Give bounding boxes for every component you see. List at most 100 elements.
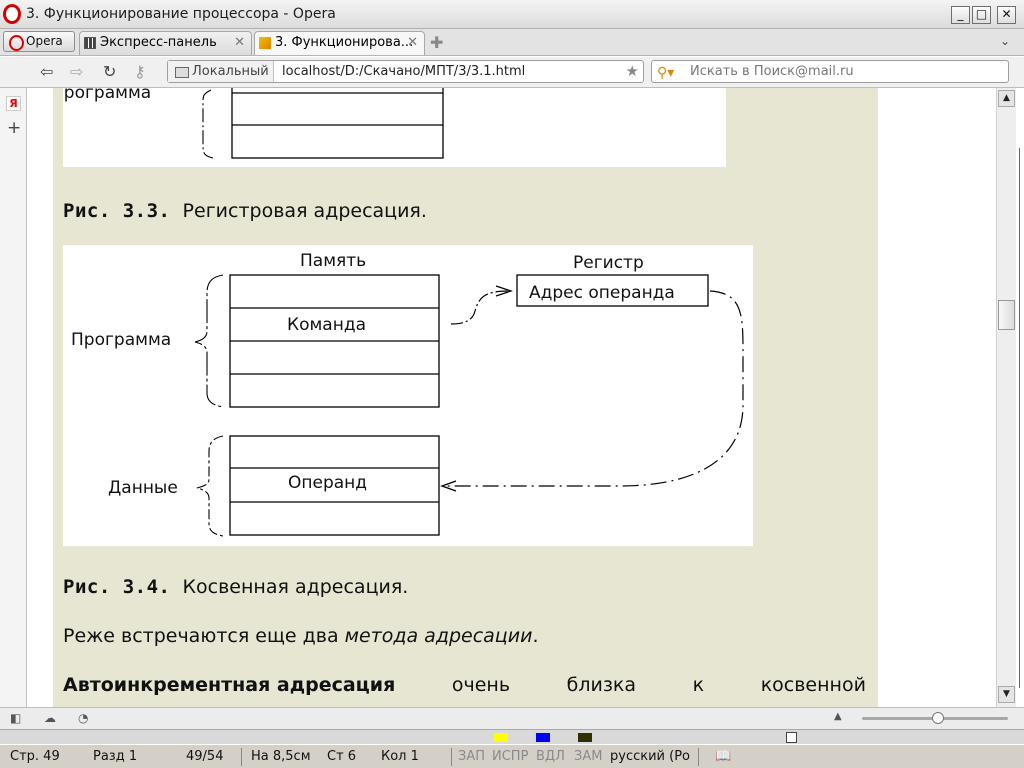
status-pages: 49/54 — [186, 749, 224, 764]
para-italic: метода адресации — [344, 625, 533, 647]
cell-operand: Операнд — [288, 473, 367, 493]
word: косвенной — [760, 674, 866, 696]
arrowhead — [440, 480, 457, 492]
separator — [241, 748, 242, 766]
tab-close-icon[interactable]: ✕ — [234, 35, 245, 50]
tab-speed-dial[interactable]: Экспресс-панель ✕ — [79, 31, 252, 55]
scroll-thumb[interactable] — [998, 300, 1015, 330]
back-arrow-icon[interactable]: ⇦ — [40, 62, 54, 81]
status-section: Разд 1 — [93, 749, 138, 764]
status-ovr[interactable]: ЗАМ — [574, 749, 603, 764]
security-badge[interactable]: Локальный — [168, 61, 274, 82]
scroll-down-arrow-icon[interactable]: ▼ — [998, 686, 1015, 703]
status-ext[interactable]: ВДЛ — [536, 749, 565, 764]
program-brace — [194, 274, 224, 408]
brace — [202, 89, 214, 159]
para-text: Реже встречаются еще два — [63, 625, 339, 647]
scroll-up-arrow-icon[interactable]: ▲ — [998, 90, 1015, 107]
paragraph-autoincrement: Автоинкрементная адресация очень близка … — [63, 674, 866, 696]
arrow-to-register — [450, 290, 510, 325]
add-panel-icon[interactable]: + — [7, 118, 22, 138]
memory-block — [231, 88, 444, 159]
search-field[interactable]: ⚲▾ Искать в Поиск@mail.ru — [651, 60, 1009, 83]
figure-3-4: Память Регистр Программа Данные Команда … — [63, 245, 753, 546]
key-icon[interactable]: ⚷ — [134, 62, 146, 81]
window-title: 3. Функционирование процессора - Opera — [26, 6, 336, 22]
title-bar: 3. Функционирование процессора - Opera _… — [0, 0, 1024, 29]
opera-menu-button[interactable]: Opera — [3, 31, 75, 52]
yandex-icon[interactable]: Я — [6, 96, 21, 111]
label-memory: Память — [300, 251, 366, 271]
window-edge — [1016, 88, 1024, 707]
cloud-icon[interactable]: ☁ — [44, 711, 56, 725]
search-engine-icon[interactable]: ⚲▾ — [657, 65, 675, 81]
opera-menu-label: Opera — [26, 34, 63, 48]
caption-number: Рис. 3.3. — [63, 200, 171, 222]
forward-arrow-icon[interactable]: ⇨ — [70, 62, 84, 81]
maximize-button[interactable]: □ — [972, 6, 991, 24]
word: очень — [451, 674, 511, 696]
tab-active-page[interactable]: 3. Функционирова... ✕ — [254, 31, 425, 55]
view-menu-icon[interactable]: ▲ — [834, 711, 842, 722]
word: близка — [566, 674, 637, 696]
para-end: . — [532, 625, 539, 647]
status-language[interactable]: русский (Ро — [610, 749, 690, 764]
opera-logo-icon — [3, 4, 21, 24]
register-box — [516, 274, 709, 307]
figure-3-3-diagram: Программа — [51, 88, 444, 159]
caption-fig-3-4: Рис. 3.4. Косвенная адресация. — [63, 576, 408, 598]
address-field[interactable]: Локальный localhost/D:/Скачано/МПТ/3/3.1… — [167, 60, 644, 83]
tab-bar: Opera Экспресс-панель ✕ 3. Функционирова… — [0, 29, 1024, 56]
spelling-book-icon[interactable]: 📖 — [715, 749, 732, 764]
label-data: Данные — [108, 478, 178, 498]
document-status-bar: Стр. 49 Разд 1 49/54 На 8,5см Ст 6 Кол 1… — [0, 744, 1024, 768]
minimize-button[interactable]: _ — [951, 6, 970, 24]
status-at: На 8,5см — [251, 749, 311, 764]
caption-text: Регистровая адресация. — [182, 200, 427, 222]
status-rec[interactable]: ЗАП — [458, 749, 486, 764]
turbo-icon[interactable]: ◔ — [78, 711, 89, 725]
status-column: Кол 1 — [381, 749, 419, 764]
vertical-scrollbar[interactable]: ▲ ▼ — [996, 88, 1016, 707]
close-button[interactable]: ✕ — [997, 6, 1016, 24]
figure-3-4-diagram: Память Регистр Программа Данные Команда … — [71, 251, 744, 537]
word: к — [692, 674, 705, 696]
arrow-to-operand — [445, 290, 744, 487]
separator — [698, 748, 699, 766]
browser-status-bar: ◧ ☁ ◔ ▲ — [0, 707, 1024, 729]
page-favicon-icon — [259, 37, 271, 49]
page-content: Программа Рис. 3.3. Регистровая адресаци… — [28, 88, 996, 707]
highlight-color-swatch — [494, 733, 508, 742]
status-line: Ст 6 — [327, 749, 357, 764]
text-column: Программа Рис. 3.3. Регистровая адресаци… — [51, 88, 878, 707]
separator — [451, 748, 452, 766]
figure-3-3: Программа — [51, 88, 726, 167]
speed-dial-icon — [84, 37, 96, 49]
zoom-slider-knob[interactable] — [932, 712, 944, 724]
reload-icon[interactable]: ↻ — [103, 62, 117, 81]
underlying-toolbar-strip — [0, 729, 1024, 744]
term-autoincrement: Автоинкрементная адресация — [63, 674, 396, 696]
label-program: Программа — [63, 88, 151, 103]
navigation-bar: ⇦ ⇨ ↻ ⚷ Локальный localhost/D:/Скачано/М… — [0, 57, 1024, 88]
url-text[interactable]: localhost/D:/Скачано/МПТ/3/3.1.html — [282, 64, 526, 79]
paragraph-methods: Реже встречаются еще два метода адресаци… — [63, 625, 538, 647]
tab-list-chevron-icon[interactable]: ⌄ — [1000, 34, 1011, 48]
data-brace — [196, 435, 224, 537]
bookmark-star-icon[interactable]: ★ — [625, 62, 639, 80]
side-panel: Я + — [0, 88, 27, 708]
dropdown-arrow-icon[interactable] — [786, 732, 797, 743]
label-program: Программа — [71, 330, 171, 350]
status-page: Стр. 49 — [10, 749, 60, 764]
caption-text: Косвенная адресация. — [182, 576, 409, 598]
data-block — [229, 435, 440, 536]
caption-number: Рис. 3.4. — [63, 576, 171, 598]
status-trk[interactable]: ИСПР — [492, 749, 529, 764]
color-swatch — [578, 733, 592, 742]
label-register: Регистр — [573, 253, 644, 273]
tab-close-icon[interactable]: ✕ — [407, 35, 418, 50]
new-tab-plus-icon[interactable]: ✚ — [430, 33, 444, 52]
tab-label: 3. Функционирова... — [275, 35, 414, 50]
tab-label: Экспресс-панель — [100, 35, 217, 50]
panel-toggle-icon[interactable]: ◧ — [10, 711, 22, 725]
